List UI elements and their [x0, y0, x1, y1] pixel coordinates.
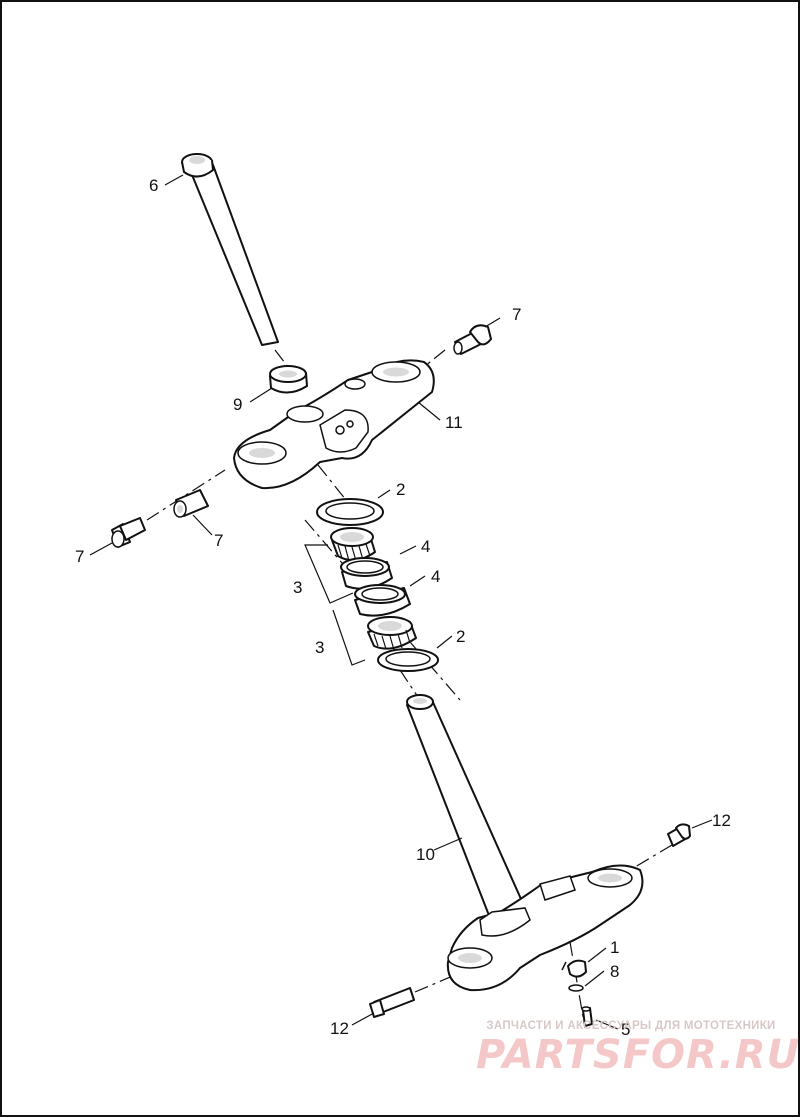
callout-3-lower: 3	[315, 638, 324, 657]
part-2-seal-lower	[377, 648, 439, 672]
part-4-race-lower	[354, 584, 411, 617]
part-1-clip	[561, 959, 587, 978]
callout-labels: 6 7 9 11 7 7 2 4 3 4 3 2 10 12 1 8 5 12	[75, 176, 731, 1039]
callout-4-lower: 4	[431, 567, 440, 586]
callout-11: 11	[445, 413, 463, 432]
part-10-stem-lower-bracket	[406, 694, 644, 992]
part-12-bolt-top	[667, 823, 691, 847]
part-4-race-top	[340, 557, 393, 590]
part-5-small-bolt	[581, 1006, 593, 1027]
part-9-spacer	[269, 365, 308, 394]
callout-12-bottom: 12	[330, 1019, 349, 1038]
leader-lines	[89, 174, 713, 1030]
watermark-tagline: ЗАПЧАСТИ И АКСЕССУАРЫ ДЛЯ МОТОТЕХНИКИ	[486, 1020, 776, 1032]
callout-9: 9	[233, 395, 242, 414]
part-12-bolt-bottom	[369, 987, 415, 1018]
part-7-bolt-top	[453, 324, 492, 355]
callout-2-top: 2	[396, 480, 405, 499]
callout-12-top: 12	[712, 811, 731, 830]
part-7-nut-left	[173, 489, 209, 518]
callout-3-top: 3	[293, 578, 302, 597]
callout-1: 1	[610, 938, 619, 957]
callout-7-top: 7	[512, 305, 521, 324]
callout-8: 8	[610, 962, 619, 981]
callout-7-nut: 7	[214, 531, 223, 550]
callout-4-top: 4	[421, 537, 430, 556]
callout-7-left: 7	[75, 547, 84, 566]
bracket-lines	[304, 544, 366, 666]
part-2-seal-top	[316, 498, 384, 526]
part-11-upper-fork-bracket	[233, 359, 435, 490]
watermark-logo: PARTSFOR.RU	[476, 1032, 800, 1078]
part-3-bearing-lower	[367, 616, 417, 651]
callout-2-lower: 2	[456, 627, 465, 646]
watermark: ЗАПЧАСТИ И АКСЕССУАРЫ ДЛЯ МОТОТЕХНИКИ PA…	[476, 1020, 800, 1078]
part-3-bearing-top	[330, 527, 376, 562]
callout-6: 6	[149, 176, 158, 195]
part-8-washer	[568, 984, 584, 992]
callout-5: 5	[621, 1020, 630, 1039]
part-6-stem-bolt	[181, 153, 279, 346]
part-7-bolt-left	[111, 517, 146, 548]
callout-10: 10	[416, 845, 435, 864]
